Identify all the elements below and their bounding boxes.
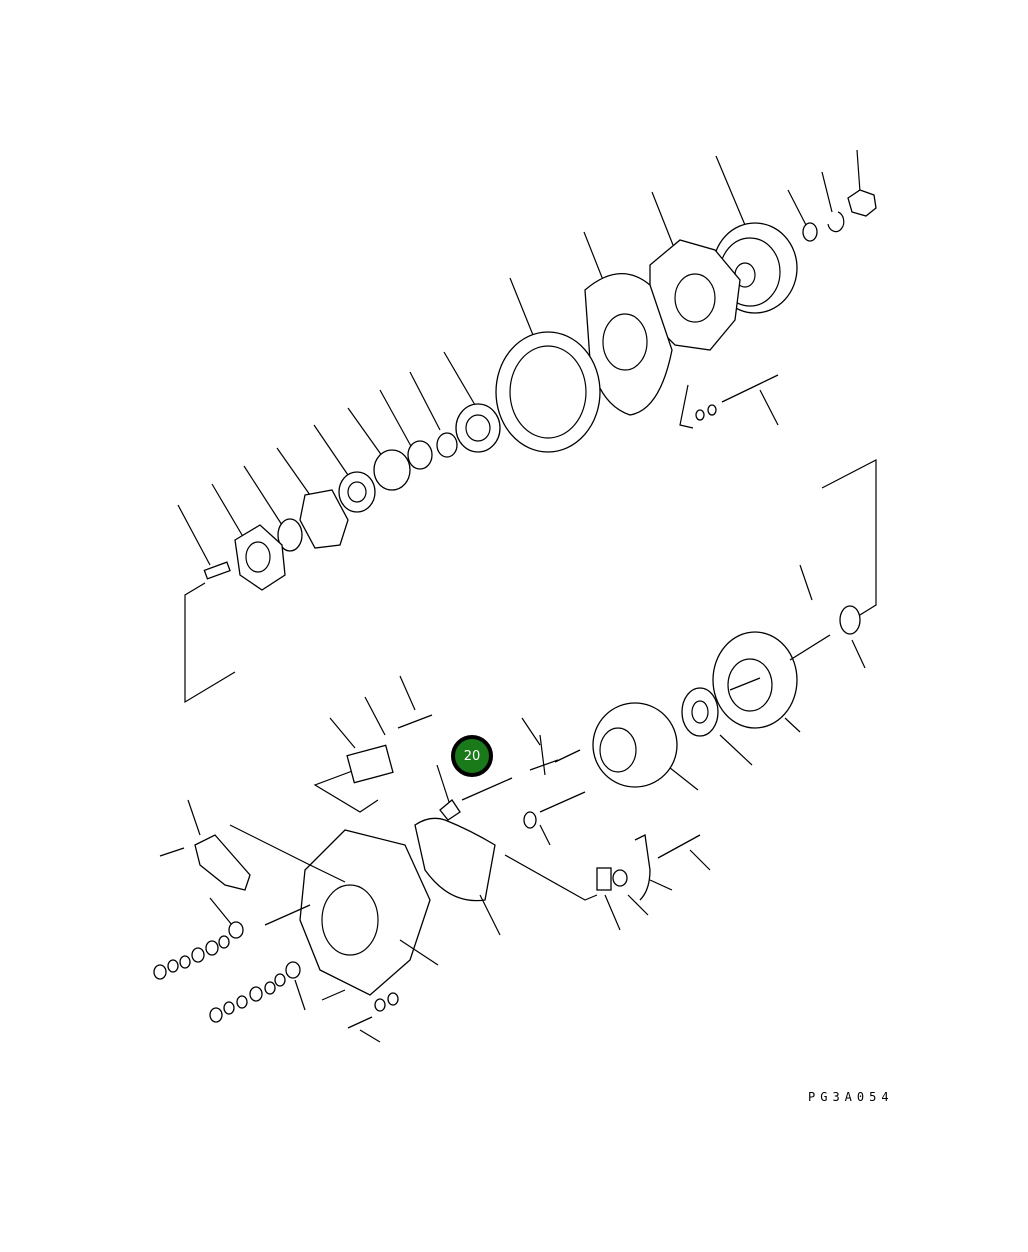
housing xyxy=(299,829,431,996)
plate xyxy=(439,799,461,821)
bolt xyxy=(554,749,581,763)
bearing xyxy=(681,687,719,737)
seal xyxy=(277,518,303,552)
snap-ring xyxy=(827,211,845,233)
nut-washer-stack-upper xyxy=(153,921,244,980)
washer xyxy=(387,992,399,1006)
washer xyxy=(707,404,717,416)
bearing xyxy=(338,471,376,513)
washer xyxy=(407,440,433,470)
bracket xyxy=(596,867,612,891)
screw xyxy=(397,714,433,729)
callout-badge-20[interactable]: 20 xyxy=(451,735,493,777)
bolt xyxy=(264,904,311,926)
washer xyxy=(374,998,386,1012)
insulator-plate xyxy=(194,834,251,891)
rear-assembly xyxy=(153,675,711,1043)
rectifier xyxy=(414,817,496,902)
screw xyxy=(159,847,185,857)
washer xyxy=(802,222,818,242)
front-bracket xyxy=(584,272,673,416)
bolt xyxy=(347,1016,373,1029)
bolt xyxy=(657,834,701,859)
nut-washer-stack-lower xyxy=(209,961,301,1023)
retainer-plate xyxy=(299,489,349,549)
nut xyxy=(847,189,877,217)
bolt xyxy=(461,777,513,801)
leader-lines-upper xyxy=(177,149,877,704)
spacer xyxy=(436,432,458,458)
shim xyxy=(373,449,411,491)
through-bolt xyxy=(721,374,779,403)
screw xyxy=(203,561,231,580)
nut xyxy=(612,869,628,887)
rotor-assembly xyxy=(521,564,866,791)
bolt xyxy=(539,791,586,813)
washer xyxy=(695,409,705,421)
stator xyxy=(495,331,601,453)
regulator xyxy=(346,744,394,784)
terminal xyxy=(634,834,651,901)
bearing xyxy=(455,403,501,453)
collar xyxy=(839,605,861,635)
cover-plate xyxy=(234,524,286,591)
drawing-code: PG3A054 xyxy=(808,1090,894,1104)
upper-assembly xyxy=(203,189,877,591)
washer xyxy=(523,811,537,829)
